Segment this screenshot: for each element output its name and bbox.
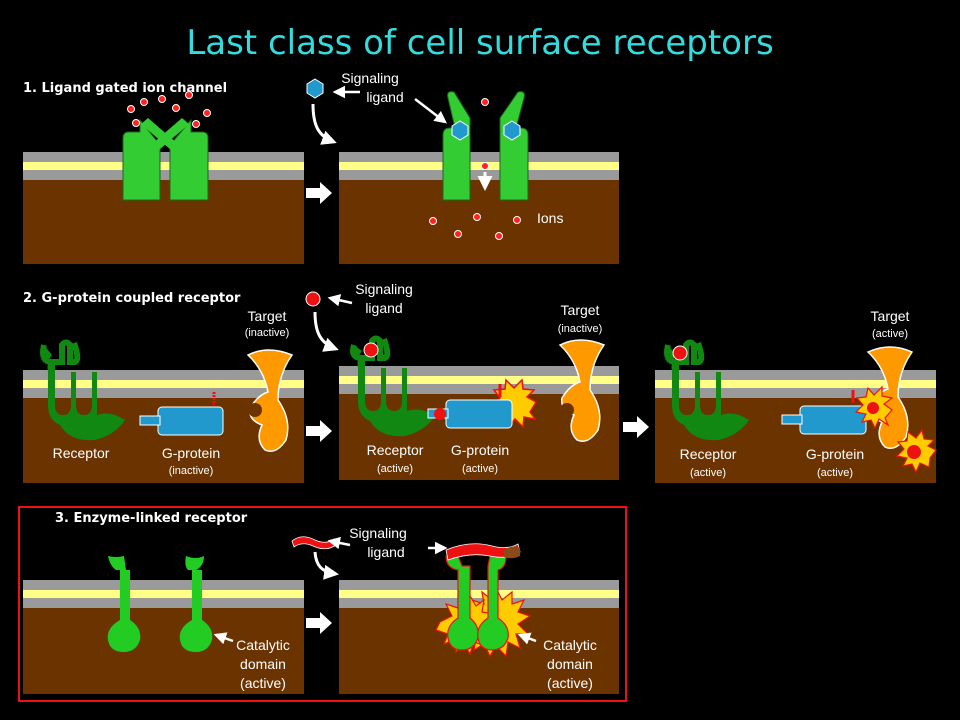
section-heading-enzyme: 3. Enzyme-linked receptor — [55, 511, 248, 526]
transition-arrow — [306, 612, 332, 634]
enzyme-receptor-inactive — [107, 556, 213, 652]
label-arrow — [327, 294, 353, 307]
gpcr-receptor-active — [350, 335, 435, 437]
target-label: Target — [561, 302, 600, 318]
gpcr-receptor-inactive — [40, 339, 125, 441]
catalytic-domain-state: (active) — [240, 675, 286, 691]
transition-arrow — [306, 182, 332, 204]
catalytic-domain-label: Catalytic — [543, 637, 597, 653]
gprotein-state: (active) — [462, 463, 498, 475]
receptor-label: Receptor — [53, 445, 110, 461]
label-arrow — [414, 98, 447, 124]
target-active — [854, 346, 937, 474]
signaling-ligand-label: ligand — [367, 544, 404, 560]
target-state: (inactive) — [558, 323, 603, 335]
signaling-ligand-label: ligand — [366, 89, 403, 105]
target-label: Target — [871, 308, 910, 324]
catalytic-domain-label: domain — [547, 656, 593, 672]
target-state: (active) — [872, 328, 908, 340]
receptor-label: Receptor — [367, 442, 424, 458]
ions-outside — [127, 91, 211, 128]
curved-arrow — [311, 103, 337, 145]
gprotein-label: G-protein — [451, 442, 509, 458]
gpcr-receptor-active — [664, 339, 749, 441]
closed-ion-channel — [122, 118, 209, 201]
membrane-panel — [339, 152, 619, 264]
receptor-label: Receptor — [680, 446, 737, 462]
enzyme-section-frame — [18, 506, 627, 702]
signaling-ligand-hexagon — [306, 78, 324, 99]
receptor-state: (active) — [690, 467, 726, 479]
gprotein-state: (active) — [817, 467, 853, 479]
signaling-ligand-label: Signaling — [341, 70, 399, 86]
label-arrow — [213, 632, 234, 645]
ions-flowing — [429, 98, 521, 240]
gprotein-inactive — [139, 392, 224, 436]
catalytic-domain-label: Catalytic — [236, 637, 290, 653]
catalytic-domain-label: domain — [240, 656, 286, 672]
signaling-ligand-strand — [291, 536, 337, 550]
target-inactive — [246, 349, 294, 452]
section-heading-ion-channel: 1. Ligand gated ion channel — [23, 81, 227, 96]
target-label: Target — [248, 308, 287, 324]
open-ion-channel — [442, 91, 529, 201]
enzyme-receptor-dimer-active — [435, 543, 532, 658]
label-arrow — [517, 632, 537, 645]
gprotein-state: (inactive) — [169, 465, 214, 477]
gprotein-active — [427, 378, 538, 430]
label-arrow — [327, 536, 351, 550]
catalytic-domain-state: (active) — [547, 675, 593, 691]
signaling-ligand-circle — [305, 291, 321, 307]
target-state: (inactive) — [245, 327, 290, 339]
gprotein-label: G-protein — [162, 445, 220, 461]
signaling-ligand-label: Signaling — [355, 281, 413, 297]
membrane-panel — [23, 152, 304, 264]
transition-arrow — [623, 416, 649, 438]
transition-arrow — [306, 420, 332, 442]
signaling-ligand-label: ligand — [365, 300, 402, 316]
gprotein-label: G-protein — [806, 446, 864, 462]
membrane-panel — [23, 580, 304, 694]
signaling-ligand-label: Signaling — [349, 525, 407, 541]
receptor-state: (active) — [377, 463, 413, 475]
section-heading-gpcr: 2. G-protein coupled receptor — [23, 291, 241, 306]
curved-arrow — [313, 551, 339, 580]
curved-arrow — [313, 311, 339, 352]
page-title: Last class of cell surface receptors — [186, 23, 773, 63]
ions-label: Ions — [537, 210, 563, 226]
target-inactive — [558, 339, 606, 442]
